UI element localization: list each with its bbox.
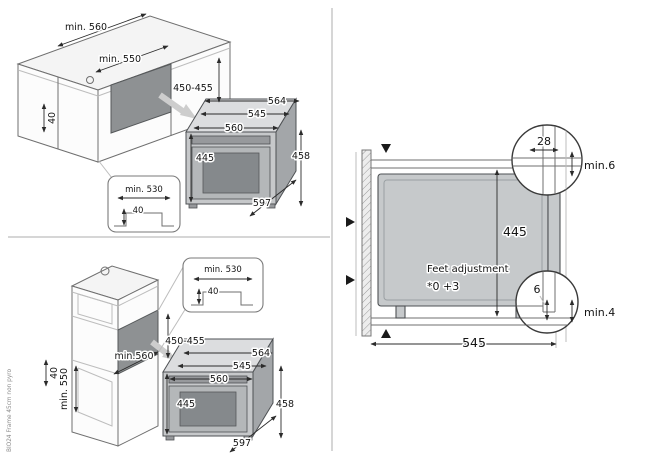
dim-label-gap40: 40 xyxy=(49,367,60,379)
detail-label-40: 40 xyxy=(208,287,219,297)
side-view-panel: 445 Feet adjustment *0 +3 545 28 min.6 xyxy=(346,124,617,352)
dim-label-min550: min. 550 xyxy=(99,54,141,65)
dim-label-445: 445 xyxy=(503,224,527,239)
dim-label-545: 545 xyxy=(248,109,266,120)
bottom-cabinet-dimensions: 450-455 min.560 40 min. 550 xyxy=(43,313,206,413)
rear-wall xyxy=(361,149,372,337)
dim-label-6: 6 xyxy=(534,283,541,296)
oven-isometric-bottom xyxy=(162,337,274,441)
bottom-left-panel: min. 530 40 450-455 min.560 40 min. 550 xyxy=(43,257,296,453)
dim-label-min4: min.4 xyxy=(584,306,615,319)
section-dividers xyxy=(8,8,333,451)
footer-note: BIO24 Frame 45cm non pyro xyxy=(7,368,13,452)
dim-label-564: 564 xyxy=(268,96,286,107)
dim-label-28: 28 xyxy=(537,135,551,148)
feet-adjustment-range: *0 +3 xyxy=(427,280,459,293)
feet-adjustment-label: Feet adjustment xyxy=(427,264,509,275)
dim-label-445: 445 xyxy=(177,399,195,410)
detail-magnifier-top: 28 min.6 xyxy=(511,124,617,196)
detail-label-min530: min. 530 xyxy=(125,185,163,195)
top-cabinet-dimensions: min. 560 min. 550 450-455 40 xyxy=(41,13,222,133)
dim-label-597: 597 xyxy=(233,438,251,449)
detail-label-40: 40 xyxy=(133,206,144,216)
dim-label-min560: min. 560 xyxy=(65,22,107,33)
dim-label-560: 560 xyxy=(210,374,228,385)
dim-label-niche-height: 450-455 xyxy=(173,83,213,94)
plinth-detail-callout-top: min. 530 40 xyxy=(97,159,181,233)
dim-label-min560: min.560 xyxy=(114,351,153,362)
insertion-arrow-top xyxy=(158,92,197,119)
side-view-dimensions: 445 Feet adjustment *0 +3 545 xyxy=(370,169,557,352)
top-left-panel: min. 560 min. 550 450-455 40 564 545 560… xyxy=(16,13,312,233)
dim-label-458: 458 xyxy=(292,151,310,162)
oven-foot xyxy=(395,305,406,319)
oven-isometric-top xyxy=(185,97,297,209)
reference-marker-icon xyxy=(381,144,391,153)
reference-marker-icon xyxy=(381,329,391,338)
reference-marker-icon xyxy=(346,275,355,285)
dim-label-445: 445 xyxy=(196,153,214,164)
dim-label-min550: min. 550 xyxy=(59,368,70,410)
plinth-detail-callout-bottom: min. 530 40 xyxy=(157,257,264,354)
dim-label-560: 560 xyxy=(225,123,243,134)
detail-magnifier-bottom: 6 min.4 xyxy=(515,270,617,334)
dim-label-545: 545 xyxy=(233,361,251,372)
dim-label-min6: min.6 xyxy=(584,159,615,172)
dim-label-564: 564 xyxy=(252,348,270,359)
dim-label-545: 545 xyxy=(462,335,486,350)
dim-label-gap40: 40 xyxy=(47,112,58,124)
dim-label-458: 458 xyxy=(276,399,294,410)
reference-marker-icon xyxy=(346,217,355,227)
dim-label-niche-height: 450-455 xyxy=(165,336,205,347)
dim-label-597: 597 xyxy=(253,198,271,209)
top-oven-dimensions: 564 545 560 445 458 597 xyxy=(188,95,312,217)
bottom-oven-dimensions: 564 545 560 445 458 597 xyxy=(164,347,296,453)
detail-label-min530: min. 530 xyxy=(204,265,242,275)
cabinet-top-hole-icon xyxy=(100,266,110,276)
worktop-hole-icon xyxy=(86,76,94,84)
